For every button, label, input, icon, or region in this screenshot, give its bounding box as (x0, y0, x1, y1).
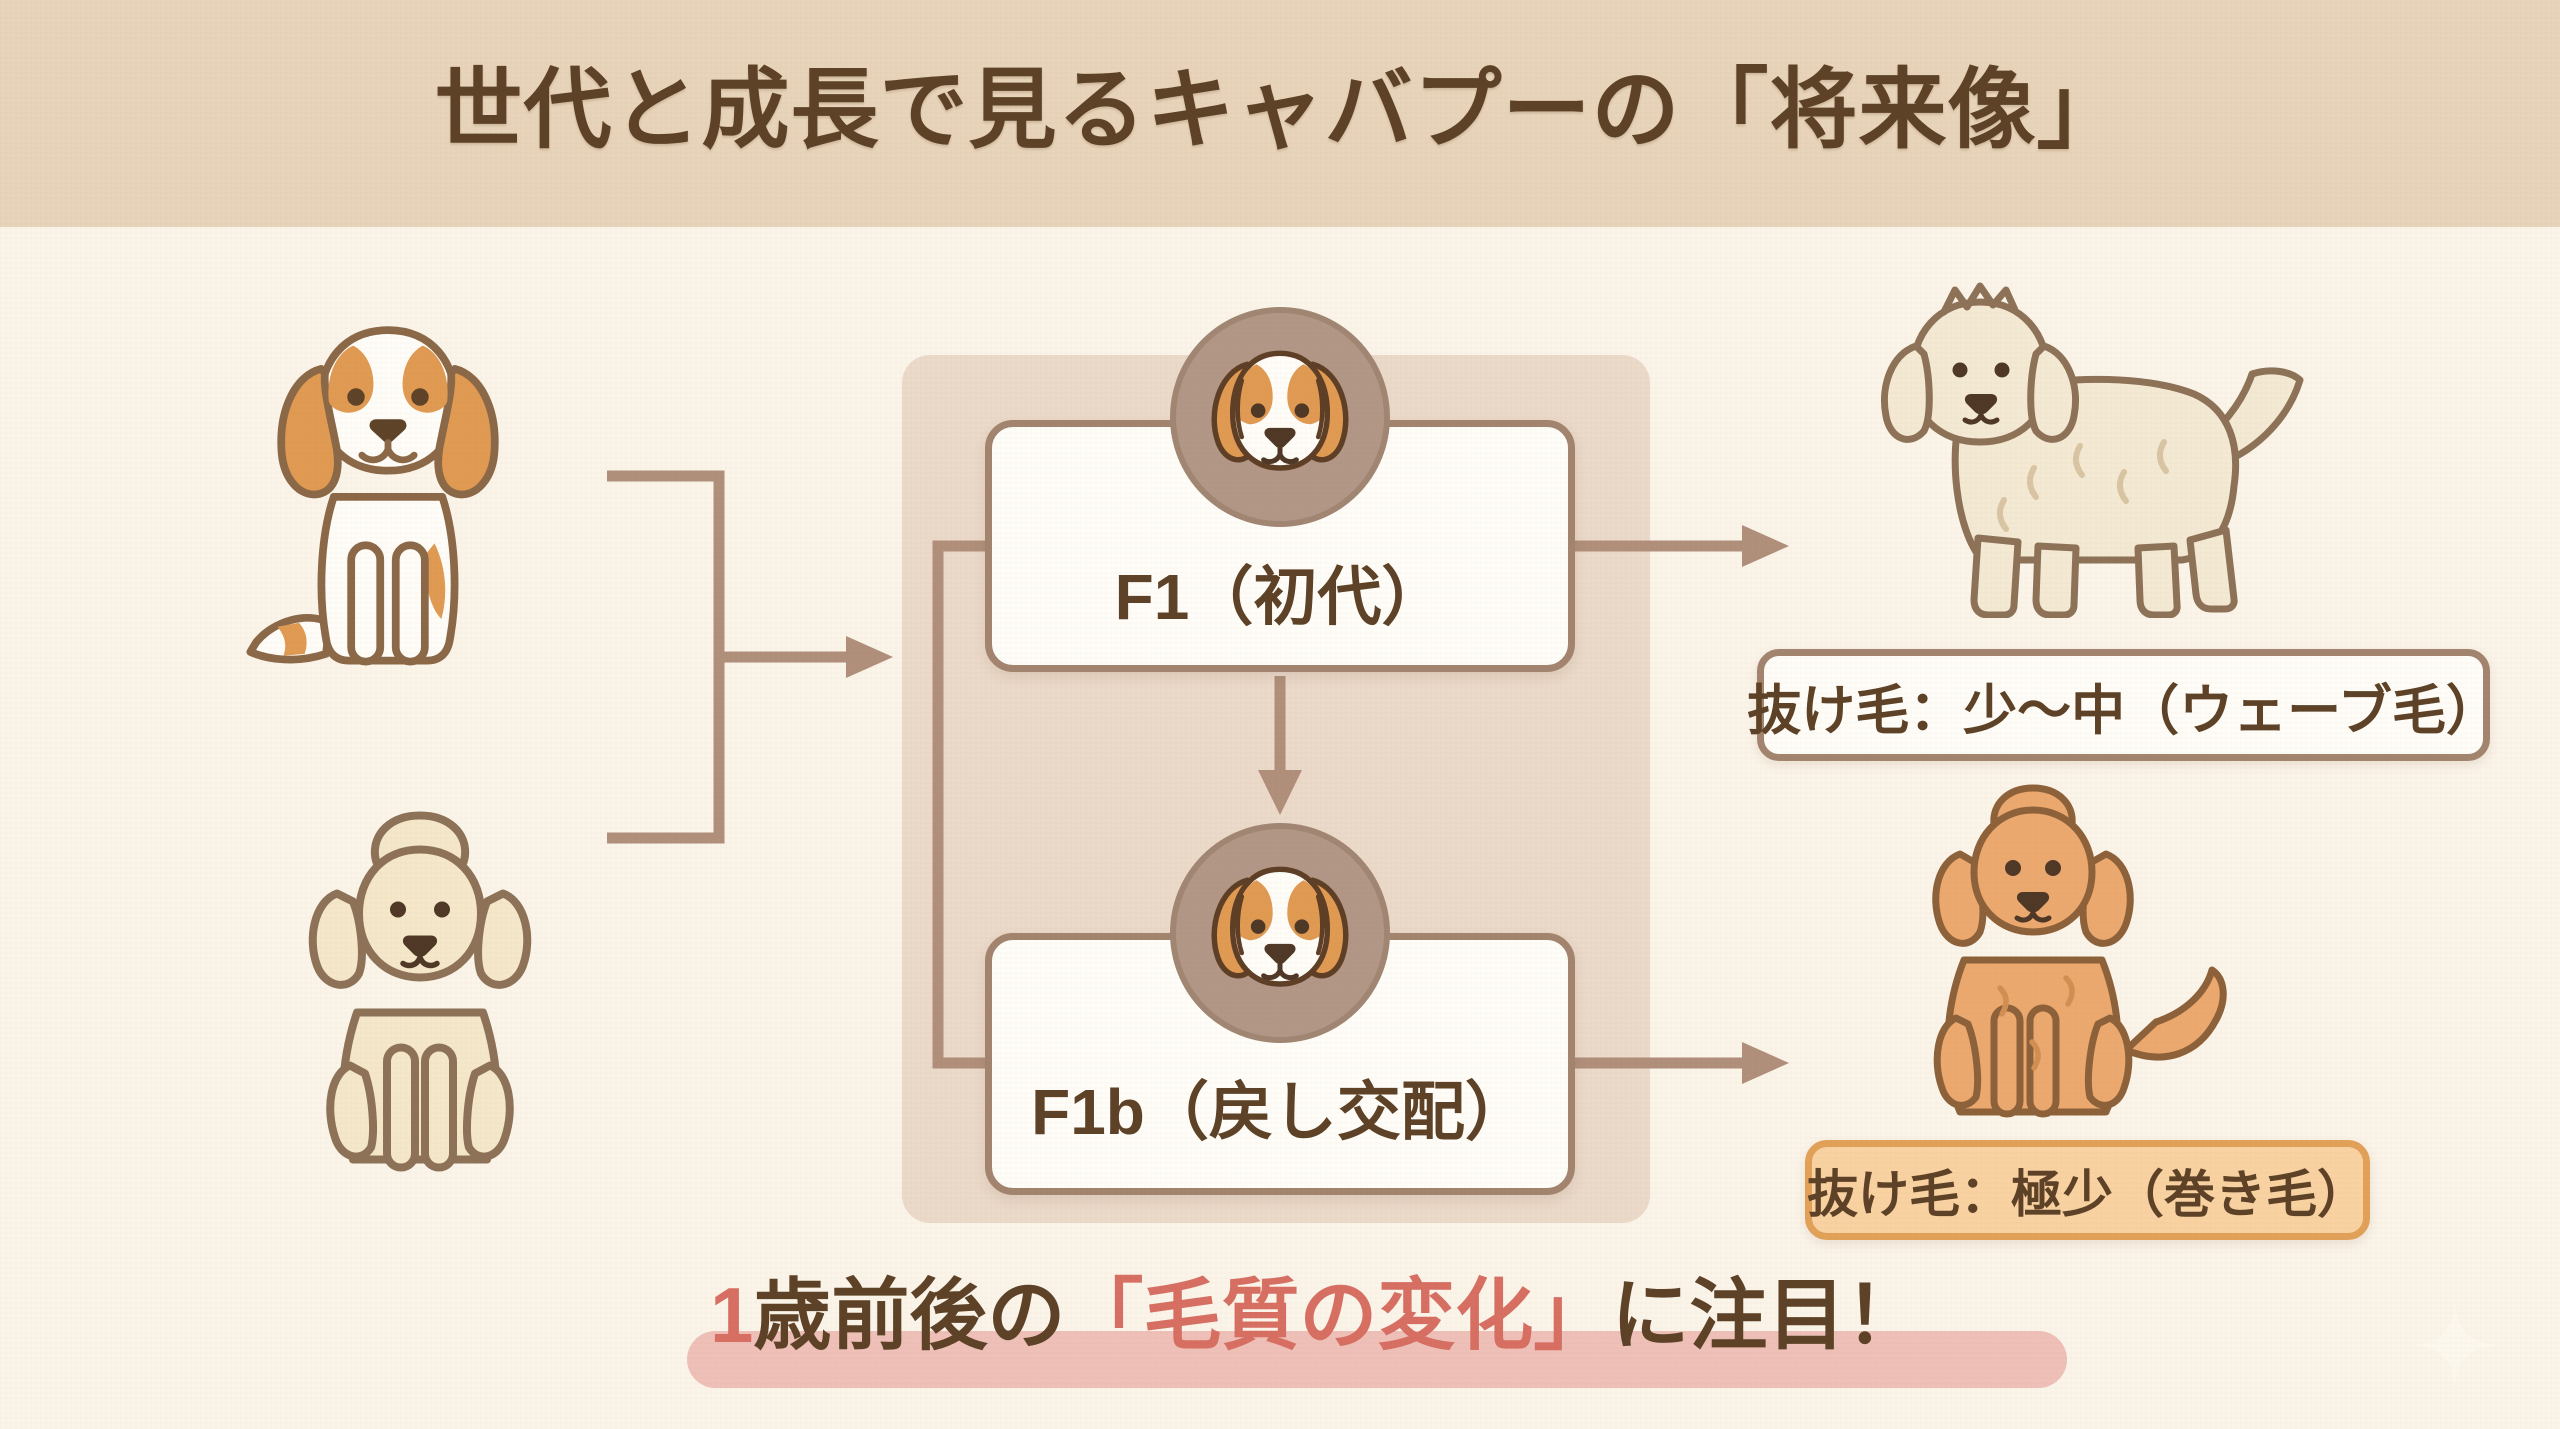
header-band: 世代と成長で見るキャバプーの「将来像」 (0, 0, 2560, 227)
toy-poodle-illustration (308, 811, 532, 1172)
footer-note: 1歳前後の「毛質の変化」に注目！ (710, 1276, 1923, 1354)
wavy-coat-outcome-text: 抜け毛：少〜中（ウェーブ毛） (1747, 680, 2500, 741)
footer-highlight-band (687, 1331, 2067, 1388)
wavy-coat-cavapoo-illustration (1881, 282, 2304, 618)
f1-result-arrowhead-icon (1742, 525, 1789, 567)
curly-coat-outcome-text: 抜け毛：極少（巻き毛） (1807, 1166, 2369, 1223)
curly-coat-outcome-label: 抜け毛：極少（巻き毛） (1805, 1140, 2370, 1240)
f1b-badge (1170, 823, 1390, 1043)
cavalier-king-charles-spaniel-illustration (246, 326, 499, 666)
parents-arrowhead-icon (846, 636, 893, 678)
sparkle-icon (2413, 1303, 2497, 1387)
footer-note-segment: 歳前後の (753, 1271, 1066, 1359)
cavapoo-puppy-face-icon (1189, 842, 1371, 1024)
footer-note-segment: に注目！ (1611, 1271, 1924, 1359)
footer-note-segment: 1 (710, 1271, 754, 1359)
wavy-coat-outcome-label: 抜け毛：少〜中（ウェーブ毛） (1747, 649, 2500, 761)
f1-to-f1b-arrowhead-icon (1258, 770, 1302, 815)
curly-coat-cavapoo-illustration (1932, 784, 2227, 1118)
f1b-label: F1b（戻し交配） (1031, 1076, 1529, 1148)
f1b-result-arrowhead-icon (1742, 1042, 1789, 1084)
panel-rail-line (932, 540, 988, 1069)
footer-note-segment: 「毛質の変化」 (1065, 1271, 1612, 1359)
f1-label: F1（初代） (1114, 561, 1446, 633)
cavapoo-puppy-face-icon (1189, 326, 1371, 508)
f1-badge (1170, 307, 1390, 527)
parents-bracket-line (607, 470, 725, 844)
page-title: 世代と成長で見るキャバプーの「将来像」 (434, 60, 2126, 159)
